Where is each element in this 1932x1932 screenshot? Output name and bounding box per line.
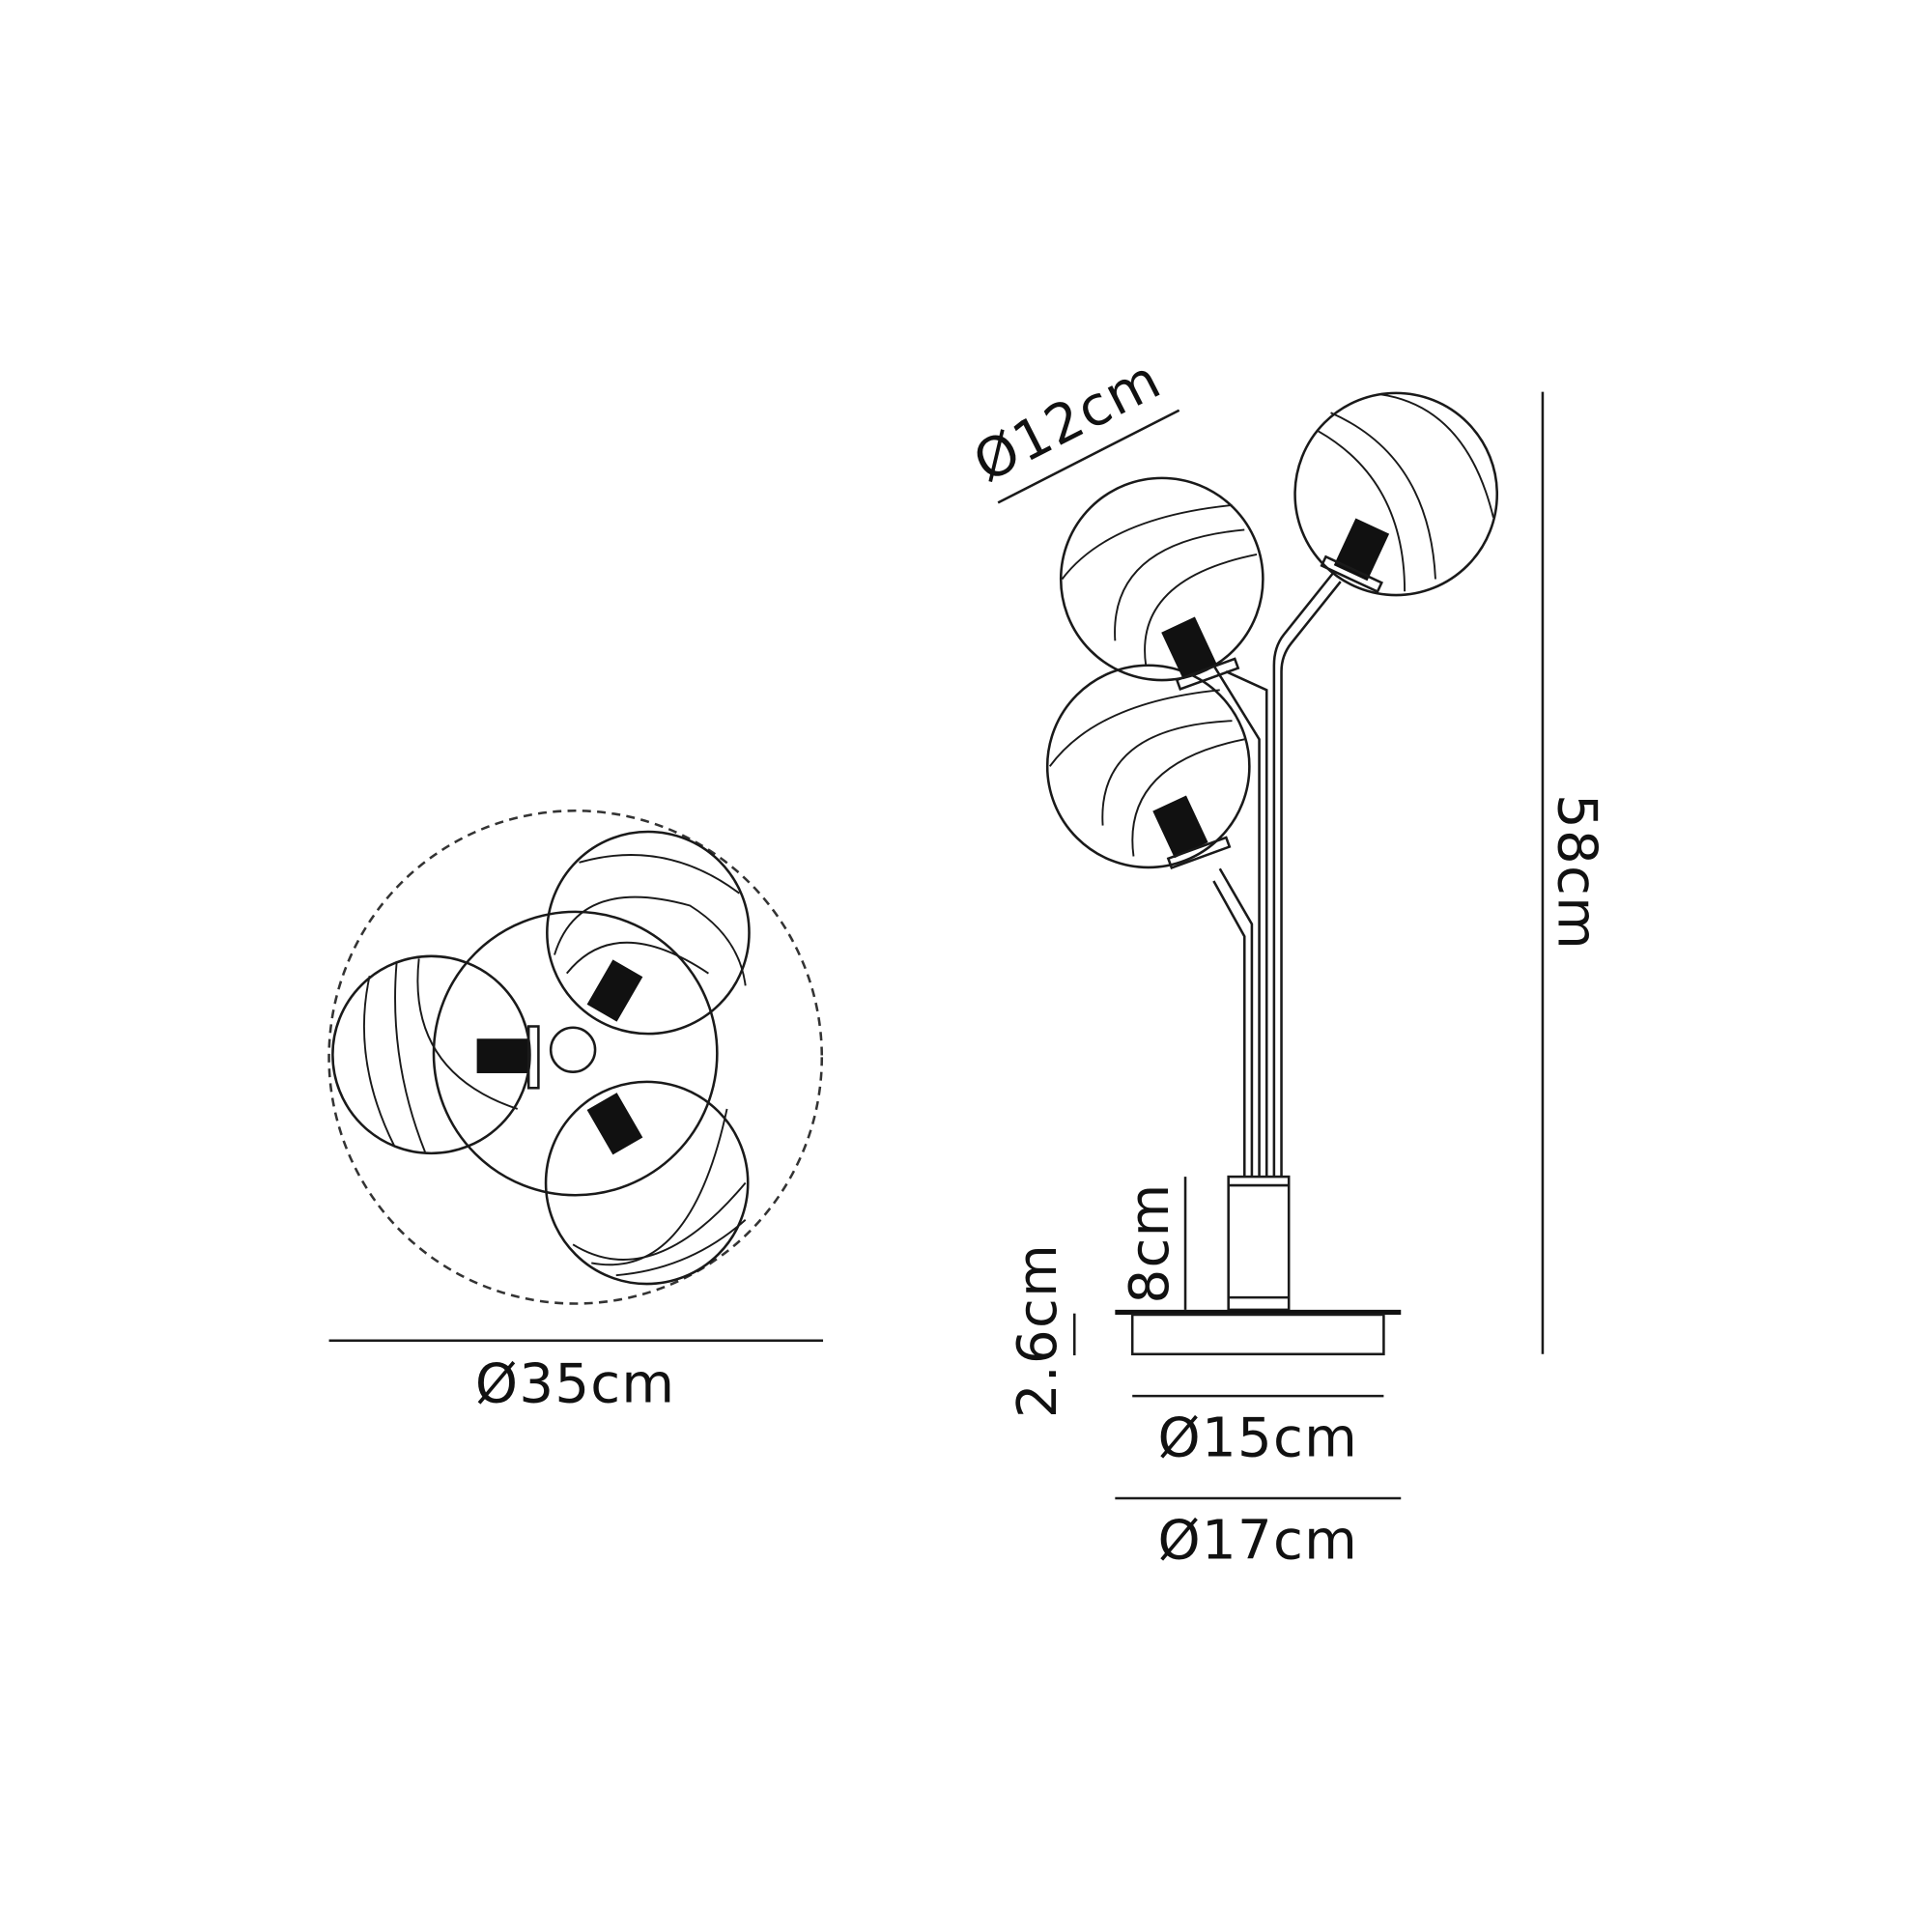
globe-diameter-line <box>997 409 1180 504</box>
globe-top-upper <box>546 830 751 1036</box>
socket-icon <box>476 1038 529 1073</box>
hub <box>549 1026 597 1073</box>
globe-side-right <box>1293 391 1499 597</box>
base-plate <box>1130 1313 1385 1356</box>
globe-diameter-label: Ø12cm <box>964 348 1171 495</box>
globe-side-lower <box>1045 664 1251 869</box>
socket-icon <box>1333 518 1390 582</box>
overall-diameter-label: Ø35cm <box>475 1353 675 1416</box>
base-inner-diameter-label: Ø15cm <box>1158 1407 1358 1470</box>
top-view: Ø35cm <box>327 810 824 1416</box>
height-label: 58cm <box>1546 794 1608 951</box>
socket-icon <box>1152 795 1208 859</box>
socket-icon <box>1161 616 1217 680</box>
base-outer-diameter-label: Ø17cm <box>1158 1510 1358 1573</box>
socket-icon <box>586 1093 643 1155</box>
globe-side-upper-left <box>1059 476 1264 682</box>
globe-top-lower <box>544 1080 750 1286</box>
globe-top-center <box>432 910 719 1197</box>
overall-footprint-circle <box>327 810 824 1305</box>
base-height-label: 2.6cm <box>1007 1243 1069 1418</box>
side-view: Ø12cm 58cm 8cm 2.6cm Ø15cm Ø17cm <box>964 348 1608 1572</box>
socket-icon <box>586 959 643 1022</box>
base-column <box>1227 1175 1291 1312</box>
column-height-label: 8cm <box>1119 1182 1181 1303</box>
